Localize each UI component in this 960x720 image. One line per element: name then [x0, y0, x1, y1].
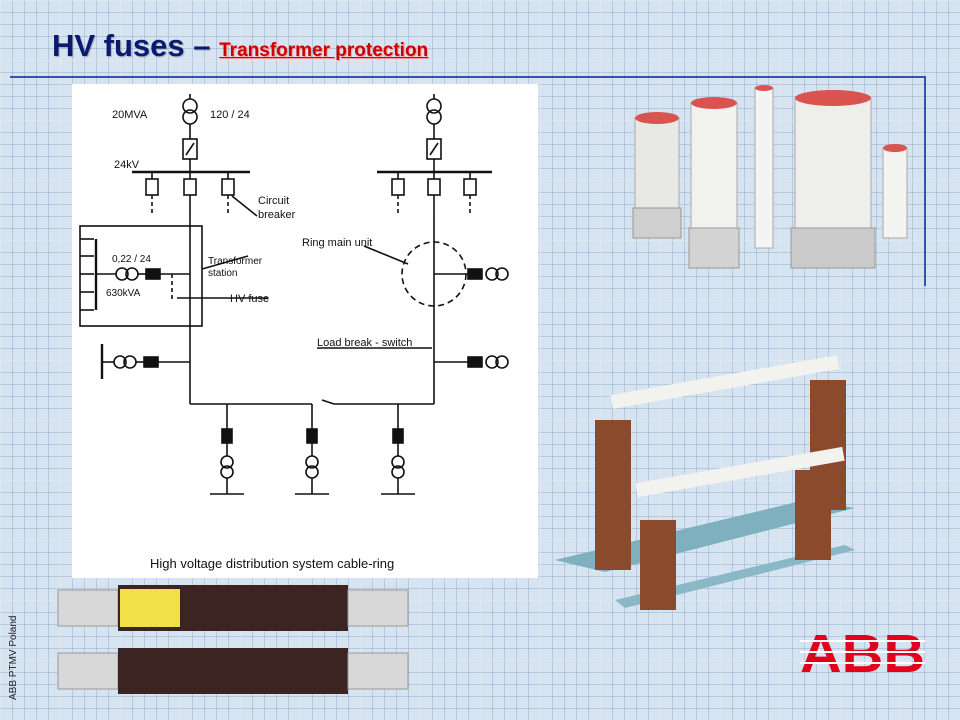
title-subtitle: Transformer protection [219, 40, 429, 61]
label-transformer-station-2: station [208, 268, 237, 279]
label-ring-main-unit: Ring main unit [302, 237, 372, 249]
side-rule [924, 76, 926, 286]
fuse-links-photo [48, 545, 428, 715]
diagram-caption: High voltage distribution system cable-r… [150, 556, 394, 571]
label-hv-fuse: HV fuse [230, 293, 269, 305]
label-rating-top: 20MVA [112, 109, 148, 121]
label-busbar: 24kV [114, 159, 140, 171]
label-circuit-breaker-2: breaker [258, 209, 296, 221]
title-main: HV fuses – [52, 28, 220, 63]
cable-ring-diagram: 20MVA 120 / 24 24kV Circuit breaker Ring… [72, 84, 538, 578]
label-load-break-switch: Load break - switch [317, 337, 412, 349]
abb-logo: ABB [800, 624, 925, 684]
svg-text:ABB: ABB [800, 626, 925, 676]
label-ratio-top: 120 / 24 [210, 109, 250, 121]
footer-text: ABB PTMV Poland [8, 615, 19, 700]
label-lv-ratio: 0,22 / 24 [112, 254, 151, 265]
slide-title: HV fuses – Transformer protection [52, 28, 428, 64]
label-lv-rating: 630kVA [106, 288, 141, 299]
title-rule [10, 76, 925, 78]
fuse-cartridges-photo [625, 78, 915, 283]
label-circuit-breaker-1: Circuit [258, 195, 289, 207]
label-transformer-station-1: Transformer [208, 256, 263, 267]
diagram-svg: 20MVA 120 / 24 24kV Circuit breaker Ring… [79, 94, 509, 571]
fuse-switch-base-photo [555, 350, 865, 620]
